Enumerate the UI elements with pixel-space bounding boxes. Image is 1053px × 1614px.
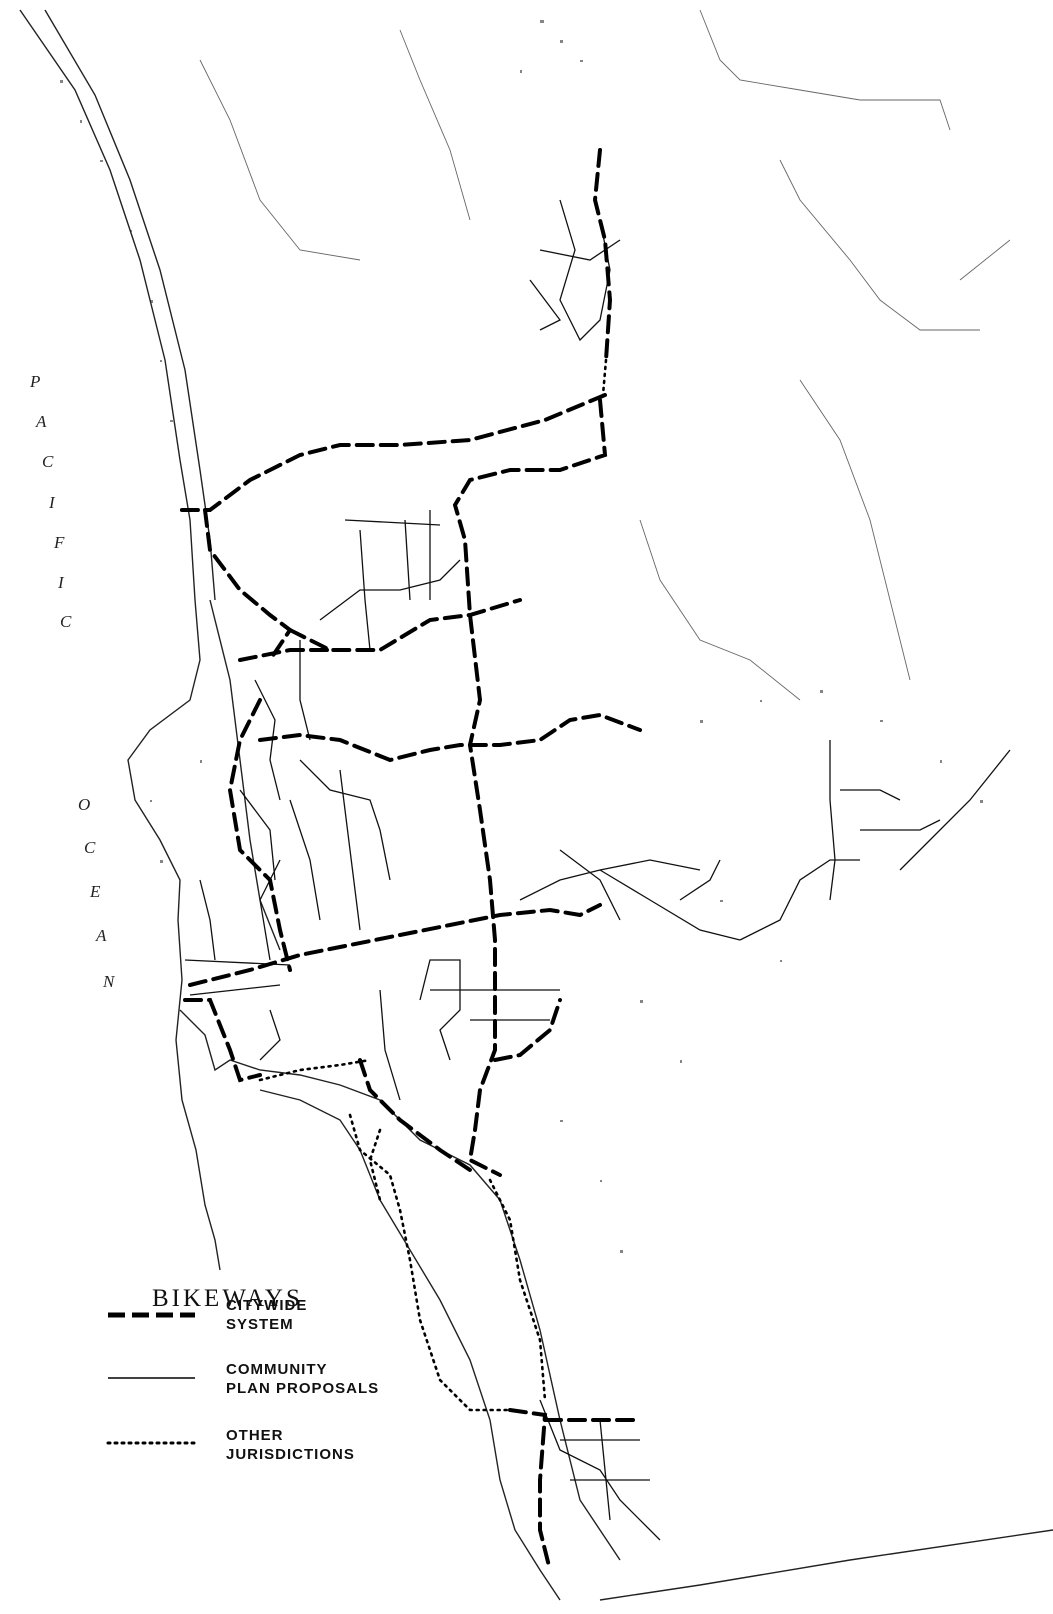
ocean-letter: A	[36, 412, 47, 431]
ocean-letter: E	[90, 882, 101, 901]
legend-label-line: CITYWIDE	[226, 1297, 308, 1314]
legend-swatch-other	[106, 1441, 197, 1445]
ocean-letter: P	[30, 372, 41, 391]
legend-label-line: JURISDICTIONS	[226, 1446, 355, 1463]
legend-swatch-citywide	[108, 1312, 195, 1318]
legend-label-line: PLAN PROPOSALS	[226, 1380, 380, 1397]
ocean-letter: I	[49, 493, 55, 512]
legend-label-line: OTHER	[226, 1427, 284, 1444]
legend-title: BIKEWAYS	[152, 1285, 303, 1312]
ocean-letter: O	[78, 795, 91, 814]
ocean-letter: I	[58, 573, 64, 592]
inland-boundaries	[199, 9, 1011, 701]
ocean-letter: C	[42, 452, 54, 471]
coastline	[19, 9, 1053, 1601]
citywide-system	[173, 148, 642, 1572]
ocean-letter: F	[54, 533, 65, 552]
community-plan-proposals	[184, 199, 1011, 1541]
legend-label-citywide: CITYWIDE SYSTEM	[226, 1296, 307, 1334]
other-jurisdictions	[258, 358, 608, 1412]
legend-swatch-community	[108, 1377, 195, 1379]
ocean-letter: C	[60, 612, 72, 631]
urban-texture	[60, 20, 983, 1253]
legend-label-community: COMMUNITY PLAN PROPOSALS	[226, 1360, 379, 1398]
ocean-letter: C	[84, 838, 96, 857]
ocean-letter: A	[96, 926, 107, 945]
legend-label-other: OTHER JURISDICTIONS	[226, 1426, 355, 1464]
legend-label-line: COMMUNITY	[226, 1361, 328, 1378]
legend-label-line: SYSTEM	[226, 1316, 294, 1333]
ocean-letter: N	[103, 972, 115, 991]
